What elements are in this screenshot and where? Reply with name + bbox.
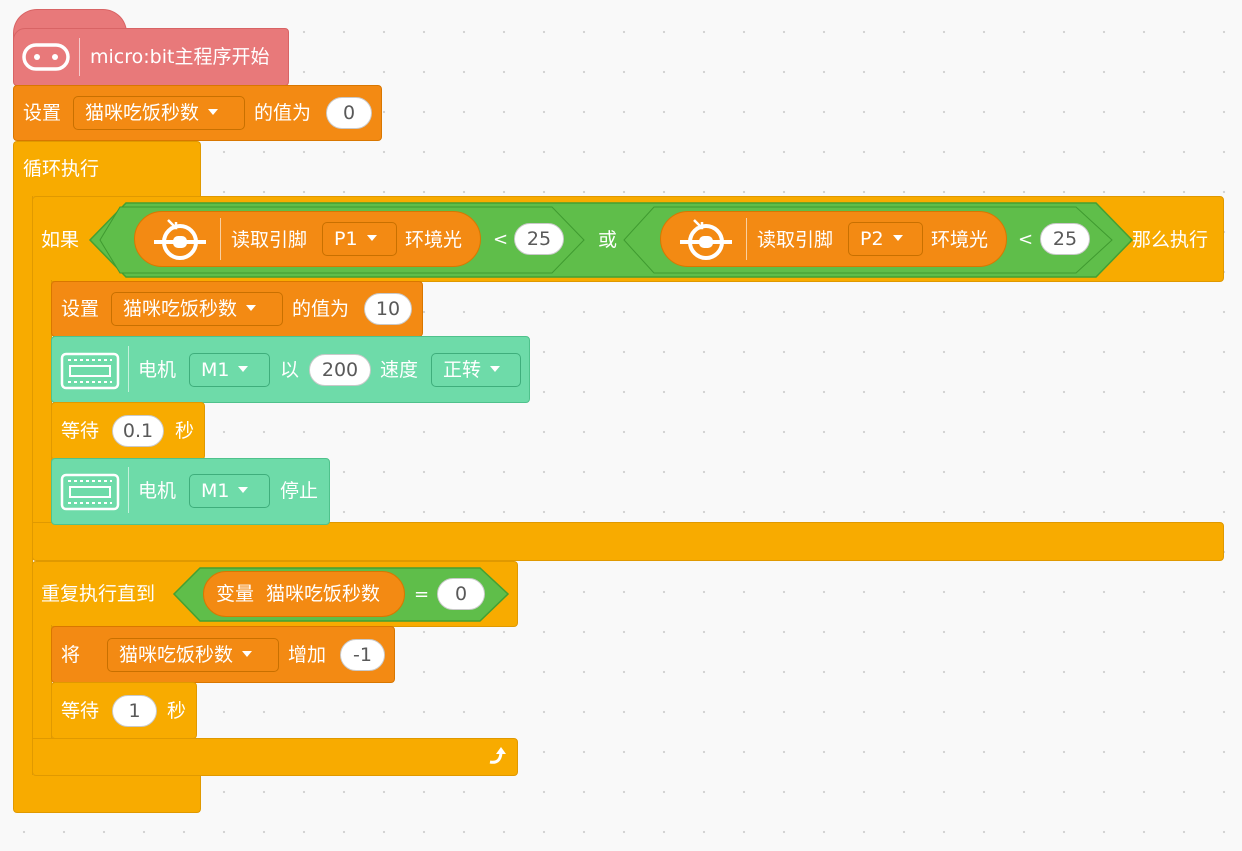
stop-label: 停止 [280,480,319,502]
forever-loop-top[interactable] [13,141,201,197]
variable-dropdown-value-1: 猫咪吃饭秒数 [85,102,200,124]
direction-dropdown-value: 正转 [443,359,482,381]
light-sensor-icon [680,219,732,260]
variable-dropdown-value-3: 猫咪吃饭秒数 [119,644,234,666]
repeat-compare-input[interactable]: 0 [437,578,485,610]
wait-label-1: 等待 [61,420,100,442]
loop-arrow-icon [489,747,506,764]
change-label: 将 [61,644,81,666]
set-value-input-2[interactable]: 10 [364,293,412,325]
caret-down-icon [208,108,219,115]
caret-down-icon [246,304,257,311]
then-label: 那么执行 [1132,229,1209,251]
motor-dropdown-value-2: M1 [201,480,230,502]
caret-down-icon [490,365,501,372]
pin-dropdown-p2[interactable]: P2 [848,222,923,256]
caret-down-icon [238,486,249,493]
variable-dropdown-3[interactable]: 猫咪吃饭秒数 [107,638,279,672]
variable-label: 变量 [216,583,255,605]
increase-label: 增加 [288,644,327,666]
motor-board-icon [60,352,120,390]
caret-down-icon [892,234,903,241]
motor-dropdown-1[interactable]: M1 [189,353,270,387]
caret-down-icon [366,234,377,241]
with-label: 以 [280,359,300,381]
set-label-2: 设置 [61,298,100,320]
less-than-operator-2: < [1018,229,1034,250]
variable-reporter[interactable] [203,571,405,617]
motor-dropdown-2[interactable]: M1 [189,474,270,508]
motor-board-icon [60,473,120,511]
wait-label-2: 等待 [61,700,100,722]
repeat-until-bottom [32,738,518,776]
microbit-face-icon [22,43,70,71]
if-label: 如果 [41,229,80,251]
value-of-label-2: 的值为 [292,298,350,320]
seconds-label-2: 秒 [167,700,187,722]
motor-label-1: 电机 [138,359,177,381]
or-label: 或 [598,229,618,251]
caret-down-icon [238,365,249,372]
ambient-light-label-2: 环境光 [931,229,989,251]
read-pin-label-1: 读取引脚 [231,229,308,251]
microbit-start-block[interactable] [13,28,289,86]
forever-label: 循环执行 [23,158,100,180]
compare-input-1[interactable]: 25 [514,223,564,255]
wait-input-1[interactable]: 0.1 [112,415,164,447]
wait-input-2[interactable]: 1 [112,695,157,727]
ambient-light-label-1: 环境光 [405,229,463,251]
light-sensor-icon [154,219,206,260]
value-of-label-1: 的值为 [254,102,312,124]
pin-value-p2: P2 [860,228,884,250]
set-label-1: 设置 [23,102,62,124]
repeat-until-label: 重复执行直到 [41,583,156,605]
motor-label-2: 电机 [138,480,177,502]
forever-loop-bottom [13,775,201,813]
if-block-bottom [32,522,1224,561]
read-pin-p2-block[interactable] [660,211,1007,267]
seconds-label-1: 秒 [175,420,195,442]
compare-input-2[interactable]: 25 [1040,223,1090,255]
direction-dropdown[interactable]: 正转 [431,353,521,387]
speed-label: 速度 [380,359,419,381]
pin-dropdown-p1[interactable]: P1 [322,222,397,256]
variable-dropdown-2[interactable]: 猫咪吃饭秒数 [111,292,283,326]
variable-dropdown-1[interactable]: 猫咪吃饭秒数 [73,96,245,130]
forever-loop-arm [13,196,33,776]
variable-dropdown-value-2: 猫咪吃饭秒数 [123,298,238,320]
read-pin-label-2: 读取引脚 [757,229,834,251]
read-pin-p1-block[interactable] [134,211,481,267]
pin-value-p1: P1 [334,228,358,250]
if-block-arm [32,280,52,524]
caret-down-icon [242,650,253,657]
change-value-input[interactable]: -1 [340,639,385,671]
equals-operator: = [414,584,430,605]
motor-dropdown-value-1: M1 [201,359,230,381]
hat-label: micro:bit主程序开始 [90,46,270,68]
set-value-input-1[interactable]: 0 [326,97,372,129]
speed-input[interactable]: 200 [309,354,371,386]
repeat-until-arm [32,625,52,740]
less-than-operator-1: < [493,229,509,250]
variable-name: 猫咪吃饭秒数 [266,583,381,605]
